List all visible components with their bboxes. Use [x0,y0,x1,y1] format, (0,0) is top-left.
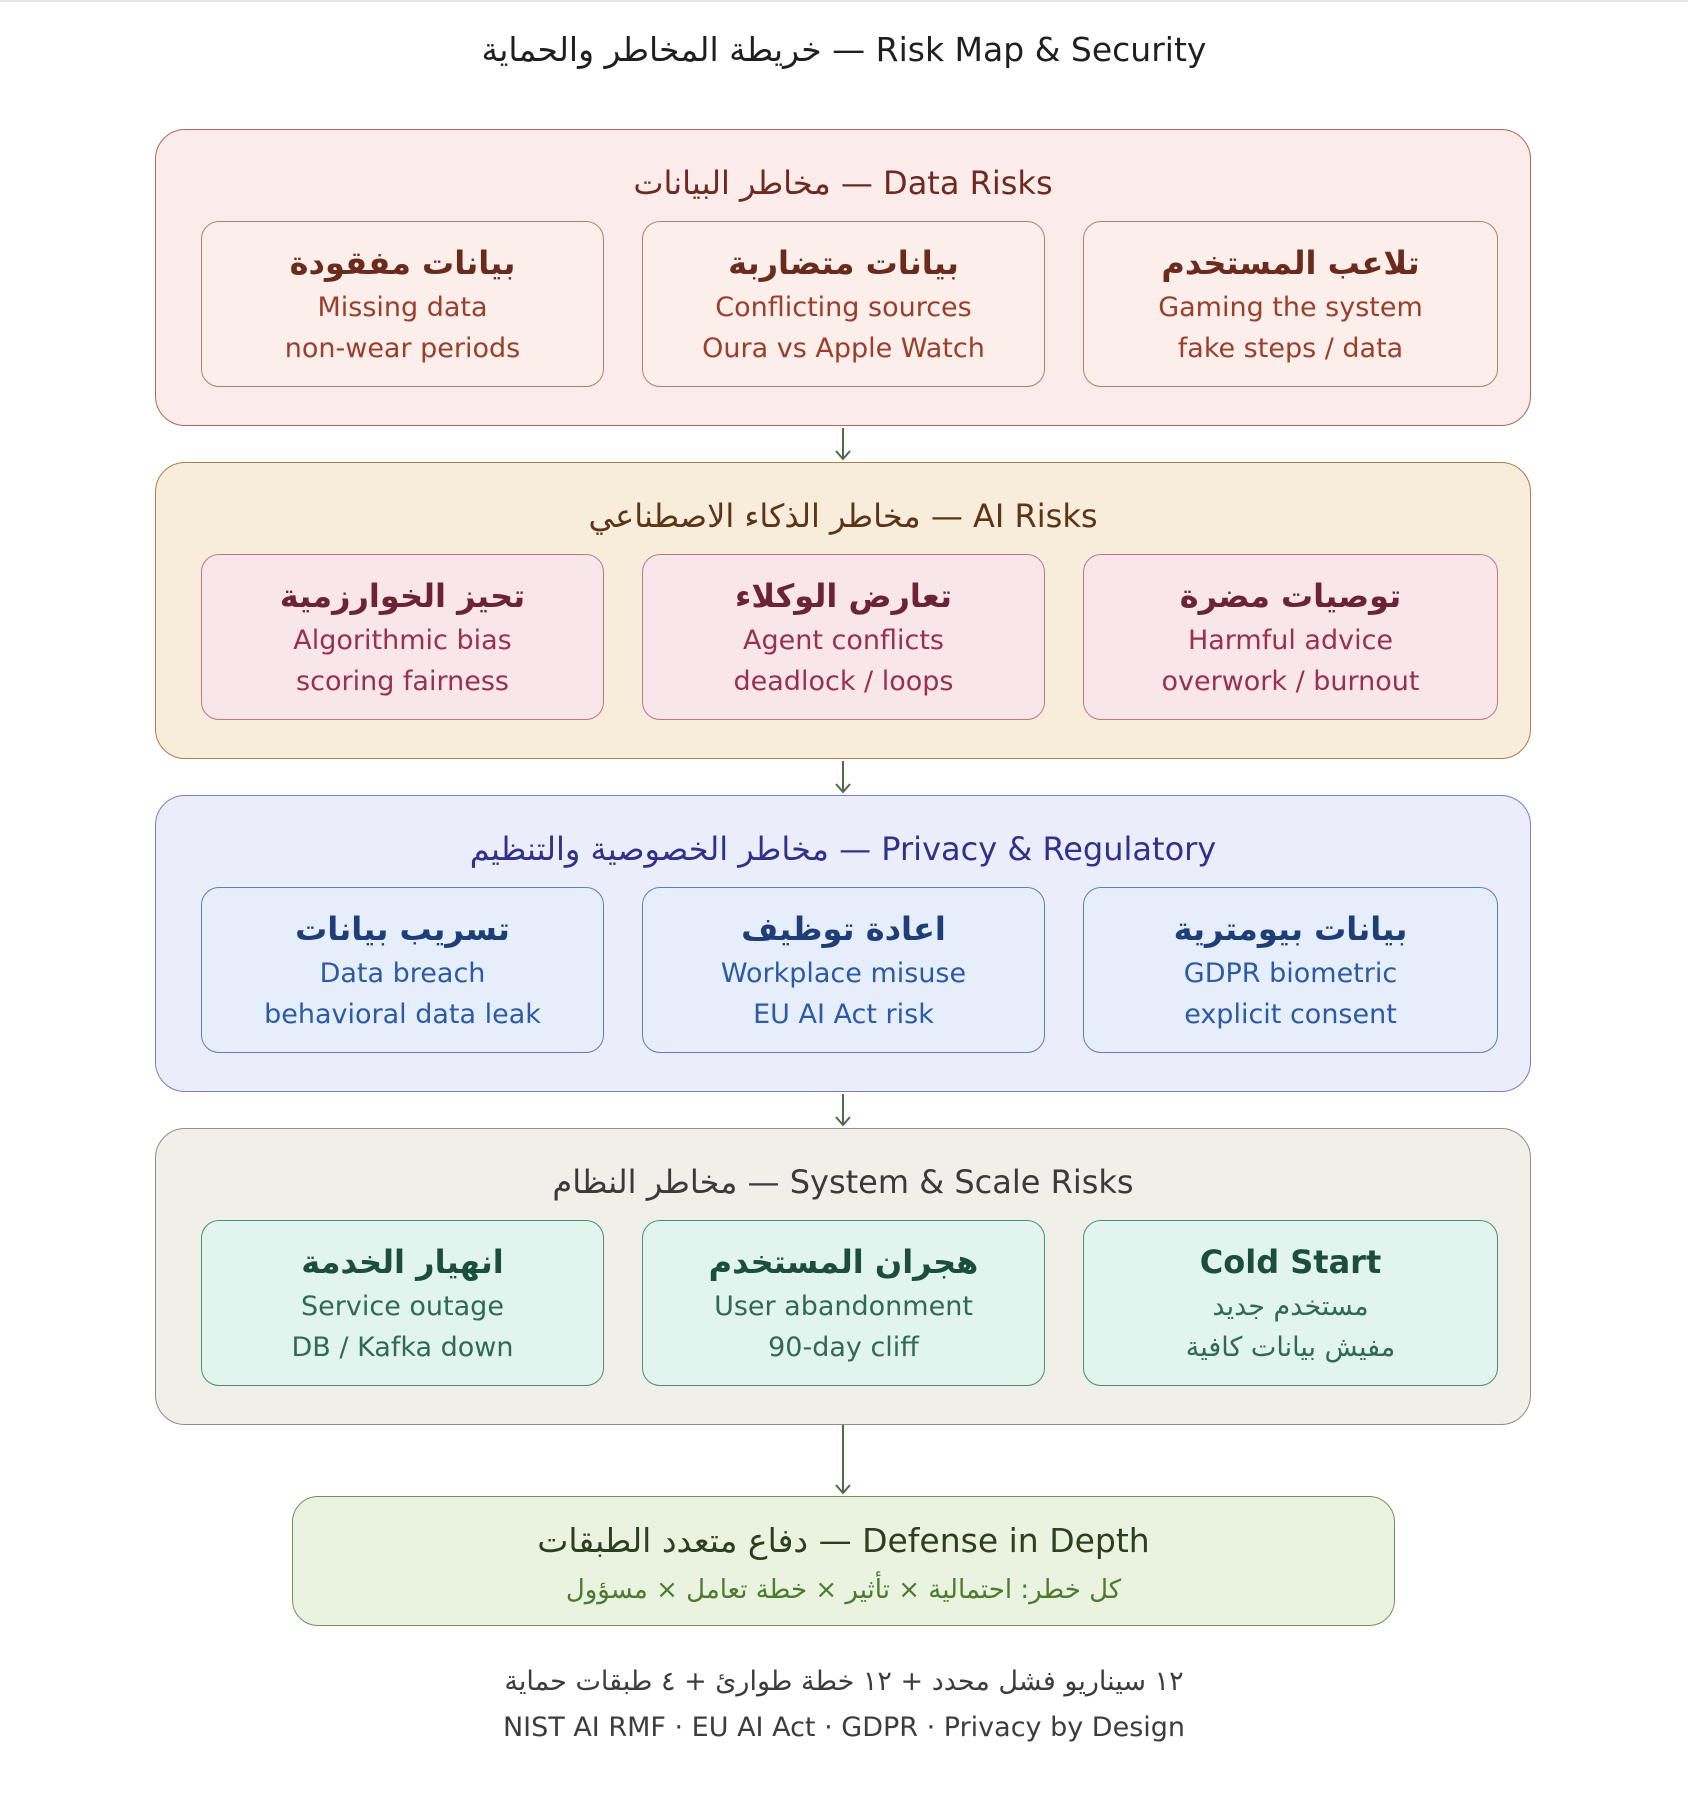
card-line1: Agent conflicts [743,625,944,656]
arrow-down-icon [833,428,853,462]
section-ai-risks: مخاطر الذكاء الاصطناعي — AI Risks تحيز ا… [155,462,1531,759]
card-user-abandonment: هجران المستخدم User abandonment 90-day c… [642,1220,1045,1386]
defense-in-depth-box: دفاع متعدد الطبقات — Defense in Depth كل… [292,1496,1395,1626]
card-line1: User abandonment [714,1291,973,1322]
card-title: بيانات مفقودة [289,244,516,282]
arrow-down-icon [833,761,853,795]
section-privacy-regulatory: مخاطر الخصوصية والتنظيم — Privacy & Regu… [155,795,1531,1092]
card-gdpr-biometric: بيانات بيومترية GDPR biometric explicit … [1083,887,1498,1053]
card-line1: Harmful advice [1187,625,1394,656]
section-title: مخاطر الخصوصية والتنظيم — Privacy & Regu… [469,830,1217,868]
section-data-risks: مخاطر البيانات — Data Risks بيانات مفقود… [155,129,1531,426]
card-agent-conflicts: تعارض الوكلاء Agent conflicts deadlock /… [642,554,1045,720]
footer-frameworks: NIST AI RMF · EU AI Act · GDPR · Privacy… [502,1712,1186,1743]
arrow-down-icon [833,1425,853,1496]
card-line2: fake steps / data [1177,333,1404,364]
card-line1: Algorithmic bias [293,625,512,656]
card-gaming-system: تلاعب المستخدم Gaming the system fake st… [1083,221,1498,387]
card-title: هجران المستخدم [708,1243,979,1281]
card-workplace-misuse: اعادة توظيف Workplace misuse EU AI Act r… [642,887,1045,1053]
card-title: بيانات متضاربة [728,244,959,282]
card-missing-data: بيانات مفقودة Missing data non-wear peri… [201,221,604,387]
card-line1: Service outage [301,1291,504,1322]
top-divider [0,0,1688,2]
card-title: اعادة توظيف [741,910,946,948]
diagram-title: خريطة المخاطر والحماية — Risk Map & Secu… [481,30,1207,69]
card-title: تسريب بيانات [295,910,510,948]
card-line1: Missing data [317,292,488,323]
defense-subtitle: كل خطر: احتمالية × تأثير × خطة تعامل × م… [565,1575,1122,1605]
card-line1: Workplace misuse [720,958,967,989]
section-title: مخاطر البيانات — Data Risks [633,164,1053,202]
arrow-down-icon [833,1094,853,1128]
card-line1: Conflicting sources [715,292,972,323]
card-algorithmic-bias: تحيز الخوارزمية Algorithmic bias scoring… [201,554,604,720]
defense-title: دفاع متعدد الطبقات — Defense in Depth [537,1521,1150,1560]
card-title: تعارض الوكلاء [734,577,952,615]
card-title: تلاعب المستخدم [1161,244,1420,282]
card-title: بيانات بيومترية [1173,910,1408,948]
card-harmful-advice: توصيات مضرة Harmful advice overwork / bu… [1083,554,1498,720]
card-line2: deadlock / loops [733,666,954,697]
card-line2: DB / Kafka down [291,1332,514,1363]
card-line1: مستخدم جديد [1212,1291,1369,1322]
card-line2: scoring fairness [296,666,509,697]
card-cold-start: Cold Start مستخدم جديد مفيش بيانات كافية [1083,1220,1498,1386]
card-title: Cold Start [1199,1243,1382,1281]
card-line2: 90-day cliff [768,1332,919,1363]
card-title: توصيات مضرة [1179,577,1402,615]
card-line2: EU AI Act risk [753,999,934,1030]
card-line2: Oura vs Apple Watch [702,333,985,364]
card-title: انهيار الخدمة [301,1243,504,1281]
card-line2: behavioral data leak [264,999,541,1030]
card-line1: Data breach [319,958,486,989]
card-service-outage: انهيار الخدمة Service outage DB / Kafka … [201,1220,604,1386]
card-line2: non-wear periods [284,333,521,364]
card-line2: explicit consent [1184,999,1397,1030]
card-line2: overwork / burnout [1161,666,1420,697]
card-data-breach: تسريب بيانات Data breach behavioral data… [201,887,604,1053]
card-line1: Gaming the system [1158,292,1423,323]
card-conflicting-sources: بيانات متضاربة Conflicting sources Oura … [642,221,1045,387]
footer-summary: ١٢ سيناريو فشل محدد + ١٢ خطة طوارئ + ٤ ط… [504,1666,1184,1697]
card-title: تحيز الخوارزمية [279,577,526,615]
card-line1: GDPR biometric [1183,958,1398,989]
section-title: مخاطر الذكاء الاصطناعي — AI Risks [588,497,1098,535]
section-title: مخاطر النظام — System & Scale Risks [552,1163,1134,1201]
card-line2: مفيش بيانات كافية [1185,1332,1396,1363]
section-system-scale: مخاطر النظام — System & Scale Risks انهي… [155,1128,1531,1425]
